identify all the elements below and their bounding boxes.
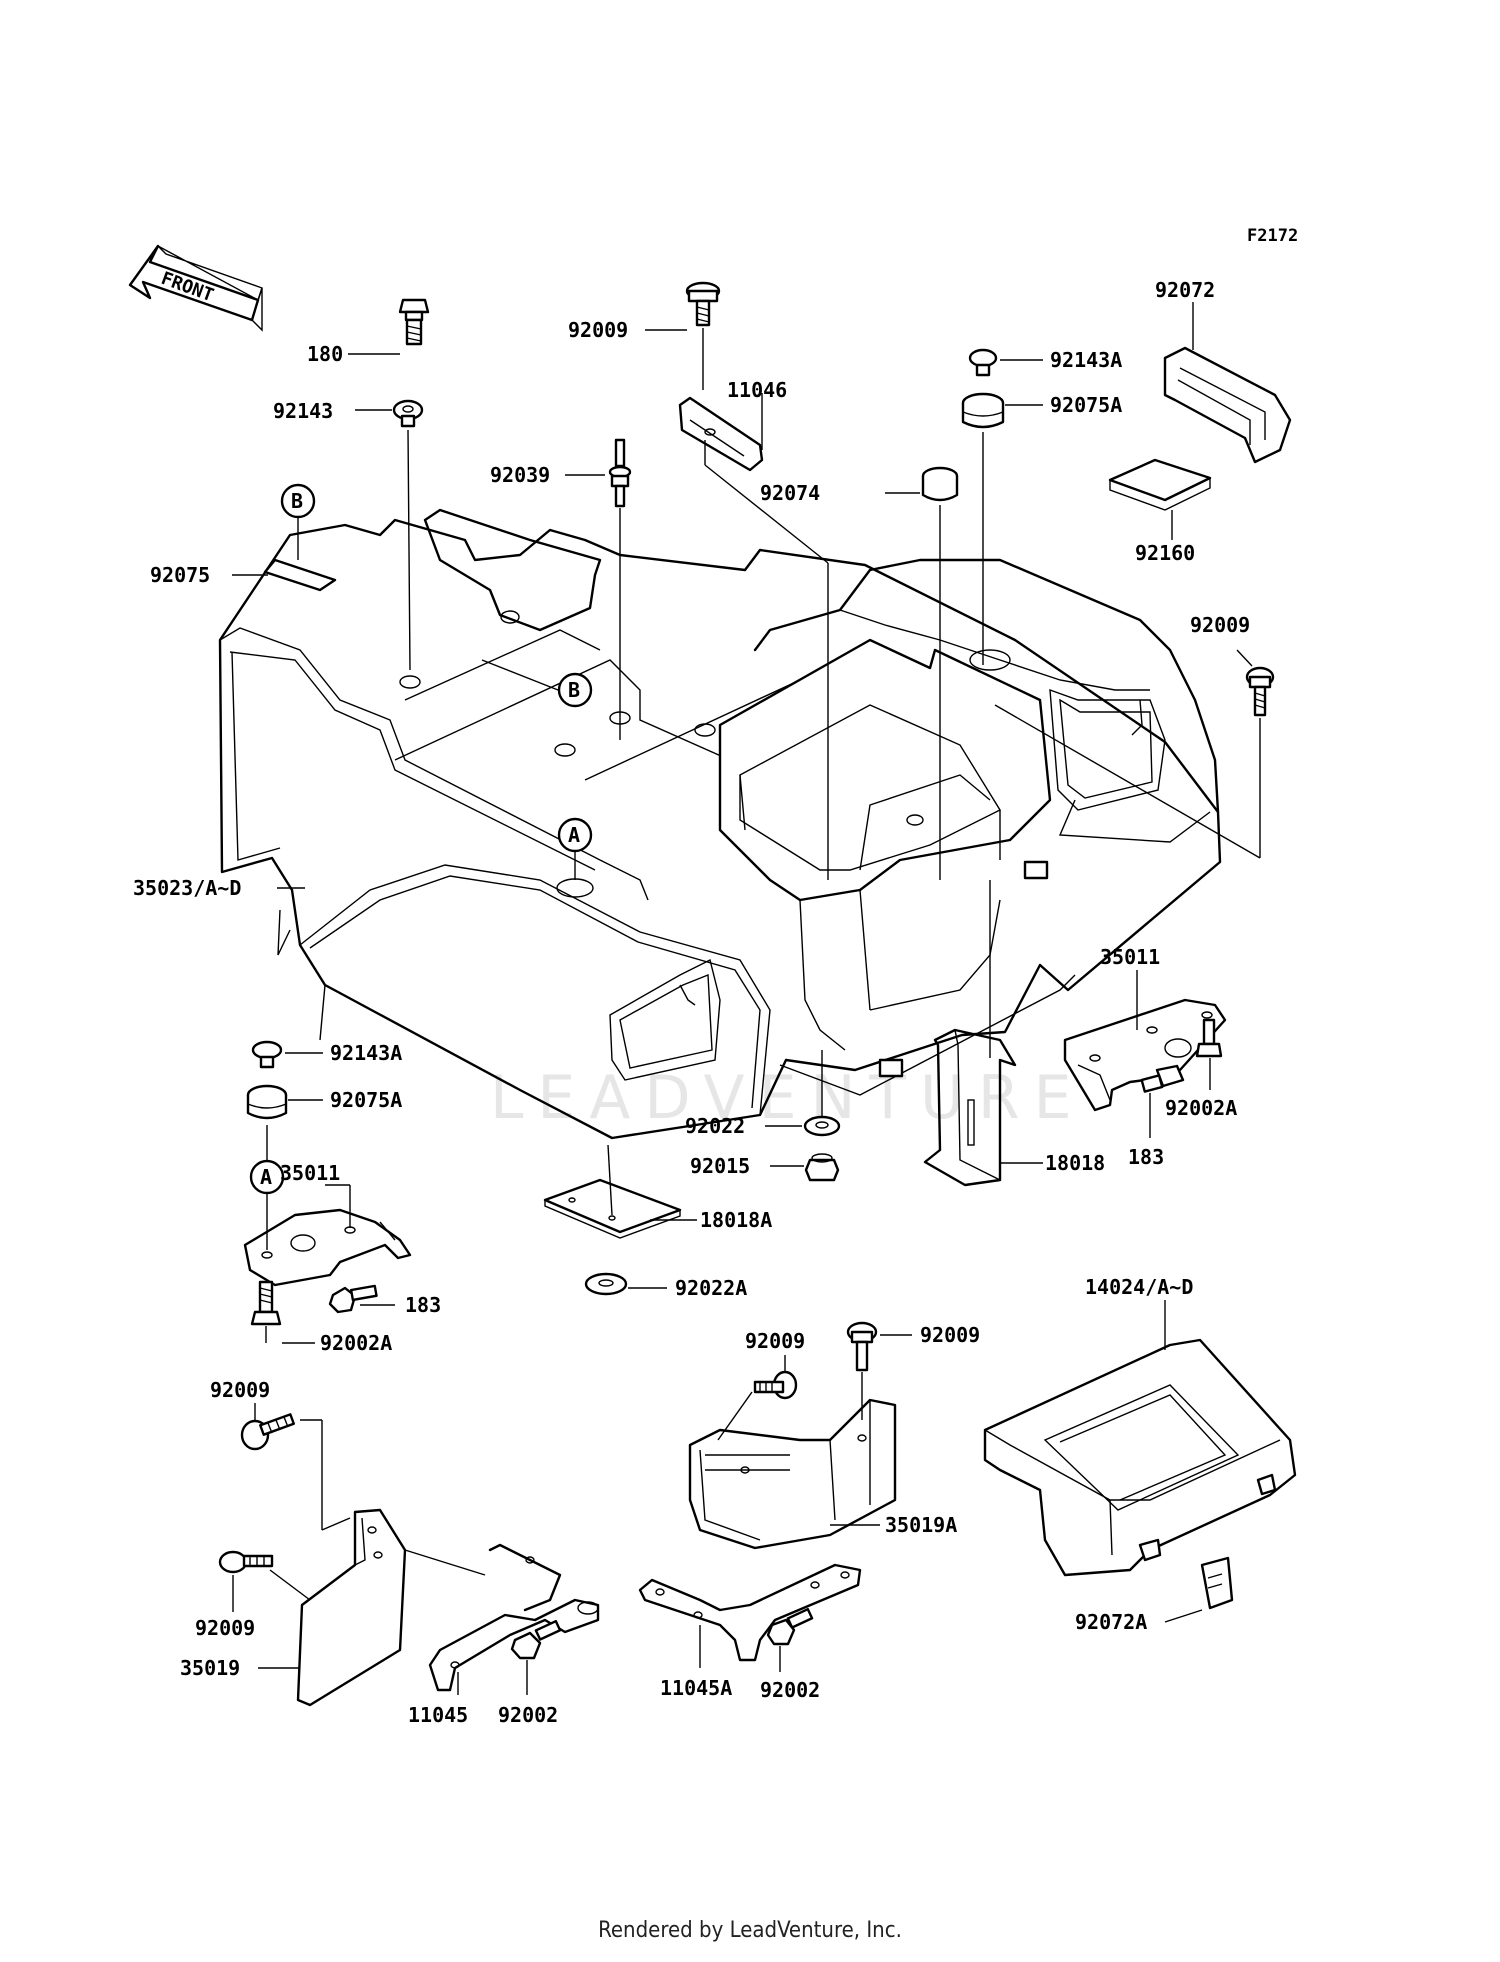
label-92002-left: 92002 (498, 1703, 558, 1727)
cover-14024 (983, 1300, 1297, 1577)
label-18018a: 18018A (700, 1208, 772, 1232)
bolt-92002-right (766, 1607, 814, 1672)
bracket-35019a (688, 1398, 897, 1550)
label-35011-left: 35011 (280, 1161, 340, 1185)
bolt-183-left (328, 1284, 395, 1314)
bolt-92002-left (510, 1619, 562, 1695)
clip-11046 (678, 393, 829, 880)
label-92074: 92074 (760, 481, 820, 505)
rear-fender (218, 518, 1222, 1140)
stud-92039 (565, 438, 632, 740)
strap-92072 (1163, 302, 1292, 464)
screw-92009-mid-b (846, 1321, 912, 1420)
label-180: 180 (307, 342, 343, 366)
label-92009-mid-a: 92009 (745, 1329, 805, 1353)
mudflap-35019 (258, 1508, 407, 1707)
bracket-35011-left (243, 1184, 412, 1287)
label-92075a-left: 92075A (330, 1088, 402, 1112)
callout-b-mid: B (481, 659, 593, 708)
label-35019: 35019 (180, 1656, 240, 1680)
callout-b-top: B (232, 483, 337, 592)
seat-bracket (423, 508, 602, 632)
front-label: FRONT (158, 268, 216, 306)
svg-text:A: A (260, 1165, 272, 1189)
footer-credit: Rendered by LeadVenture, Inc. (598, 1918, 902, 1943)
bolt-183-right (1140, 1064, 1185, 1138)
bolt-180 (348, 298, 430, 355)
washer-92022a (584, 1272, 667, 1296)
screw-92009-right (994, 649, 1275, 859)
bracket-11045 (404, 1543, 600, 1695)
bracket-11045a (638, 1563, 862, 1668)
label-183-left: 183 (405, 1293, 441, 1317)
label-92143a-left: 92143A (330, 1041, 402, 1065)
label-92072a: 92072A (1075, 1610, 1147, 1634)
label-92072: 92072 (1155, 278, 1215, 302)
label-35023: 35023/A~D (133, 876, 241, 900)
label-92160: 92160 (1135, 541, 1195, 565)
label-92009-bl-a: 92009 (210, 1378, 270, 1402)
grommet-92075a-left (246, 1084, 323, 1160)
label-92009-mid-b: 92009 (920, 1323, 980, 1347)
label-92075: 92075 (150, 563, 210, 587)
svg-text:A: A (568, 823, 580, 847)
label-92039: 92039 (490, 463, 550, 487)
label-92009-right: 92009 (1190, 613, 1250, 637)
label-92075a-top: 92075A (1050, 393, 1122, 417)
svg-text:B: B (291, 489, 303, 513)
label-11045: 11045 (408, 1703, 468, 1727)
collar-92143a-left (251, 1040, 323, 1069)
label-18018: 18018 (1045, 1151, 1105, 1175)
label-35011-right: 35011 (1100, 945, 1160, 969)
screw-92009-bl-b (218, 1550, 311, 1612)
pad-92160 (1108, 458, 1212, 540)
plate-18018a (543, 1144, 697, 1239)
screw-92009-top (645, 281, 721, 390)
plug-92074 (885, 466, 959, 880)
watermark: LEADVENTURE (490, 1063, 1086, 1133)
label-92022: 92022 (685, 1114, 745, 1138)
label-92002-right: 92002 (760, 1678, 820, 1702)
label-35019a: 35019A (885, 1513, 957, 1537)
callout-a-center: A (557, 817, 593, 880)
collar-92143a-top (968, 348, 1043, 377)
clip-92072a (1164, 1556, 1234, 1623)
label-11046: 11046 (727, 378, 787, 402)
label-92015: 92015 (690, 1154, 750, 1178)
label-92002a-left: 92002A (320, 1331, 392, 1355)
front-arrow-icon: FRONT (128, 244, 263, 332)
label-183-right: 183 (1128, 1145, 1164, 1169)
bracket-18018 (923, 880, 1043, 1187)
label-14024: 14024/A~D (1085, 1275, 1193, 1299)
callout-a-left: A (249, 1159, 285, 1250)
label-92009-top: 92009 (568, 318, 628, 342)
figure-code: F2172 (1247, 226, 1298, 246)
label-92143: 92143 (273, 399, 333, 423)
label-92022a: 92022A (675, 1276, 747, 1300)
screw-92009-bl-a (240, 1403, 351, 1531)
label-92009-bl-b: 92009 (195, 1616, 255, 1640)
label-92143a-top: 92143A (1050, 348, 1122, 372)
grommet-92075a-top (961, 392, 1043, 665)
label-92002a-right: 92002A (1165, 1096, 1237, 1120)
label-11045a: 11045A (660, 1676, 732, 1700)
bolt-92002a-right (1195, 1018, 1223, 1090)
screw-92009-mid-a (717, 1355, 798, 1441)
washer-92022 (765, 1050, 841, 1137)
collar-92143 (355, 399, 424, 671)
bolt-92002a-left (250, 1280, 315, 1344)
svg-text:B: B (568, 678, 580, 702)
nut-92015 (770, 1153, 840, 1182)
